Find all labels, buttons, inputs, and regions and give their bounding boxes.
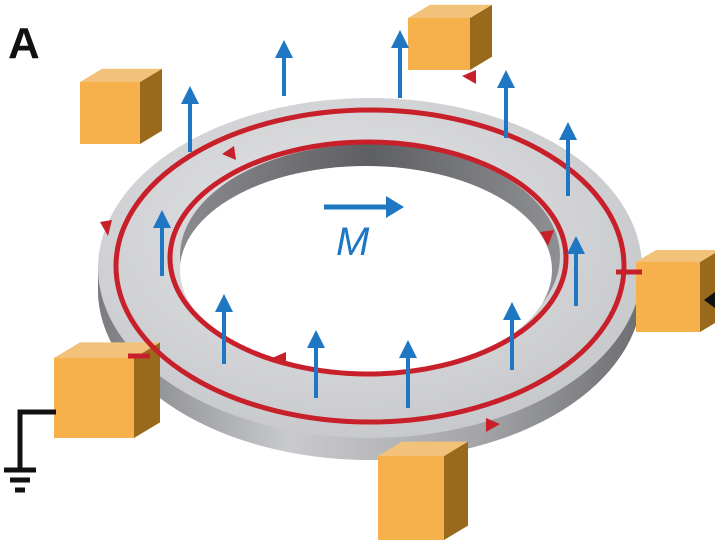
ring-sample [98,98,642,460]
ring-hole [180,166,552,374]
current-arrow [486,418,500,432]
contact-side-face [444,441,468,540]
contact-side-face [134,342,160,438]
electrical-contact [408,4,492,70]
electrical-contact [80,68,162,144]
current-arrow [272,352,286,366]
magnetic-moment-arrow [567,236,585,306]
current-arrow [462,70,476,84]
contact-top-face [378,441,468,456]
panel-label: A [8,19,40,68]
ground-wire [17,409,56,470]
contact-side-face [140,68,162,144]
electrical-contact [378,441,468,540]
current-arrow [540,230,554,246]
ground-symbol [4,409,56,493]
magnetic-moment-arrow [497,70,515,138]
current-arrow [222,146,236,160]
magnetic-moment-arrow [215,294,233,364]
contact-front-face [378,456,444,540]
magnetic-moment-arrow [307,330,325,398]
magnetization-arrow-head [386,196,404,218]
contact-front-face [408,18,470,70]
magnetic-moment-arrow [391,30,409,98]
contact-top-face [80,68,162,82]
contact-front-face [54,358,134,438]
magnetic-moment-arrow [559,122,577,196]
electrical-contact [636,250,715,332]
magnetization-arrow [324,196,404,218]
magnetic-moment-arrow [399,340,417,408]
inner-edge-current [167,139,569,377]
magnetic-moment-arrow [275,40,293,96]
magnetic-moment-arrow [181,86,199,152]
right-edge-arrow-icon [704,292,715,308]
magnetic-moment-arrow [153,210,171,276]
magnetic-moment-arrow [503,302,521,370]
contact-front-face [80,82,140,144]
edge-currents [100,70,642,432]
contacts-group [54,4,715,540]
contact-top-face [636,250,715,262]
magnetization-label: M [336,220,370,264]
magnetic-moment-arrows [153,30,585,408]
contact-top-face [408,4,492,18]
outer-edge-current [113,107,627,425]
contact-side-face [470,4,492,70]
current-arrow [100,220,112,236]
contact-front-face [636,262,700,332]
contact-side-face [700,253,715,332]
